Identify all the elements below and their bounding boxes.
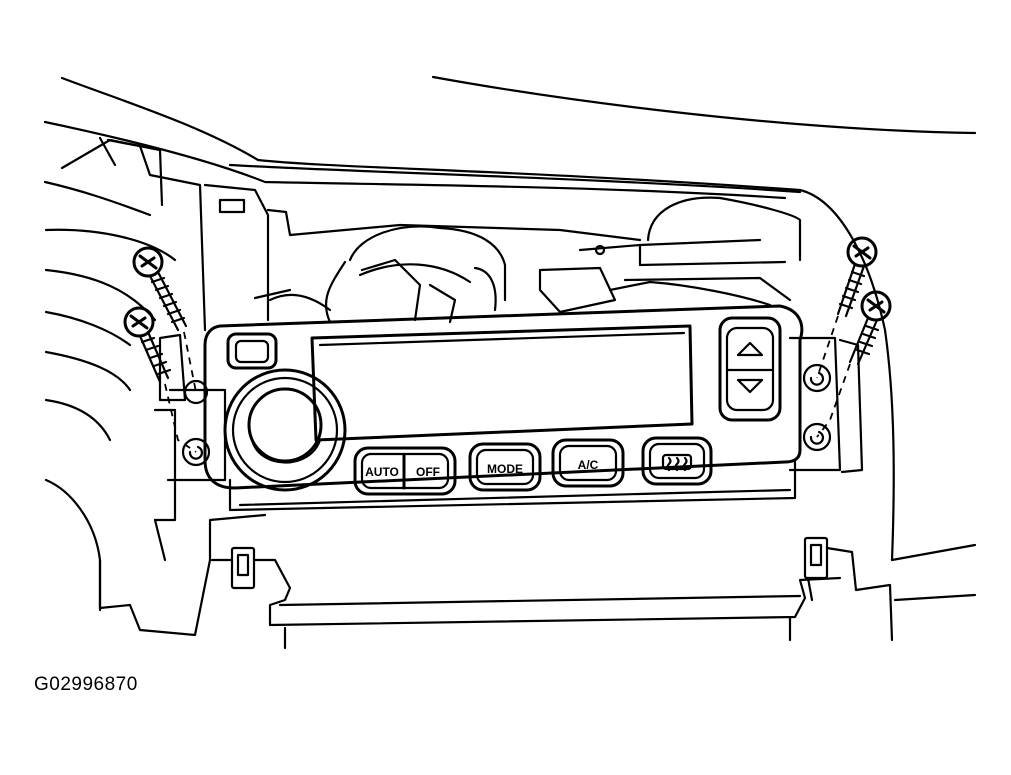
ac-button: A/C [551, 438, 625, 488]
ac-label: A/C [578, 458, 599, 472]
screw-upper-left [132, 246, 188, 332]
auto-off-button: AUTO OFF [353, 446, 457, 496]
screw-alignment-lines [164, 315, 851, 453]
mode-label: MODE [487, 462, 523, 476]
temperature-rocker [718, 316, 782, 422]
dashboard-outline [43, 75, 977, 612]
fan-speed-knob [223, 368, 347, 492]
right-clip [803, 536, 829, 580]
recirc-button [226, 332, 278, 370]
rear-defrost-icon [661, 453, 693, 472]
figure-id-label: G02996870 [34, 674, 138, 695]
down-triangle-icon [736, 378, 764, 394]
auto-label: AUTO [365, 465, 399, 479]
lower-bezel [98, 513, 977, 650]
screw-lower-left [123, 306, 172, 384]
up-triangle-icon [736, 341, 764, 357]
screw-upper-right [836, 236, 878, 318]
mode-button: MODE [468, 442, 542, 492]
screw-lower-right [848, 290, 892, 366]
off-label: OFF [416, 465, 440, 479]
rear-defrost-button [641, 436, 713, 486]
left-clip [230, 546, 256, 590]
wiring-harness [253, 225, 792, 324]
climate-control-panel [203, 304, 804, 512]
